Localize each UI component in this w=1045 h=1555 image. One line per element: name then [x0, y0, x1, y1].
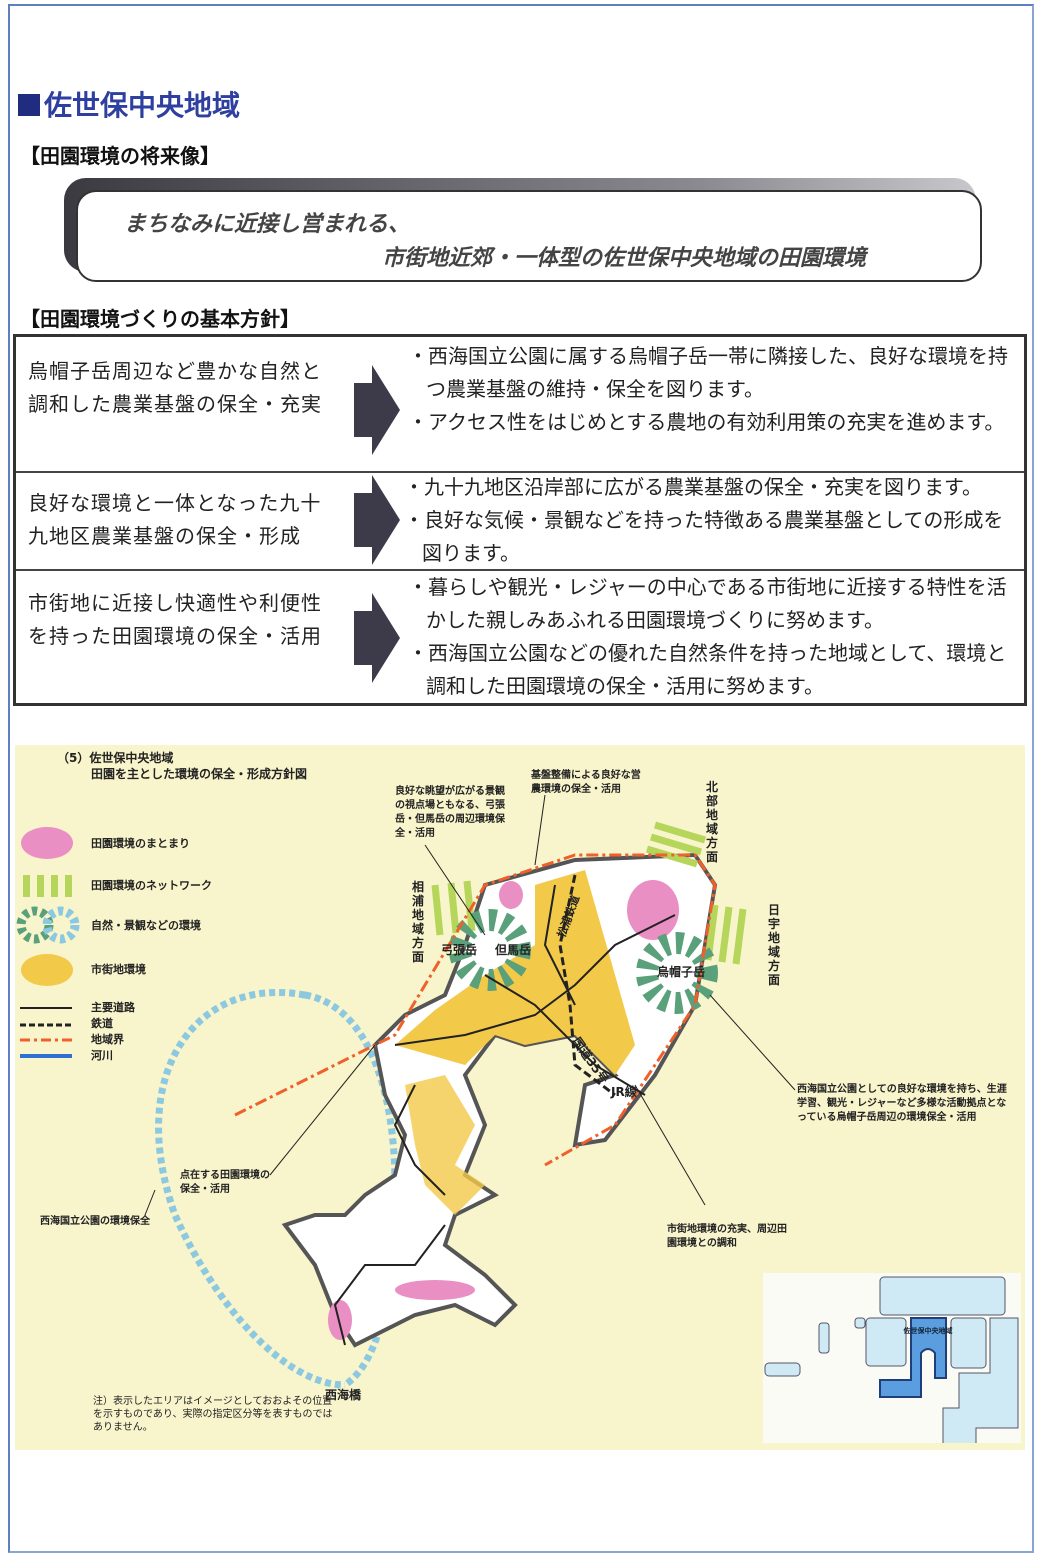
label-hiu: 日宇地域方面	[768, 903, 781, 987]
policy-row-goal: 良好な環境と一体となった九十九地区農業基盤の保全・形成	[28, 491, 322, 548]
label-aiura: 相浦地域方面	[412, 880, 425, 964]
callout-saikai: 西海国立公園の環境保全	[40, 1216, 150, 1227]
legend-label: 自然・景観などの環境	[91, 919, 201, 932]
callout-tenzai: 点在する田園環境の保全・活用	[180, 1170, 270, 1195]
vision-line-1: まちなみに近接し営まれる、	[124, 212, 411, 237]
policy-row: 烏帽子岳周辺など豊かな自然と調和した農業基盤の保全・充実 ・西海国立公園に属する…	[16, 337, 1024, 473]
rural-cluster	[328, 1300, 352, 1340]
policy-row-actions: ・暮らしや観光・レジャーの中心である市街地に近接する特性を活かした親しみあふれる…	[408, 571, 1020, 703]
policy-row: 市街地に近接し快適性や利便性を持った田園環境の保全・活用 ・暮らしや観光・レジャ…	[16, 571, 1024, 703]
page-title: 佐世保中央地域	[18, 84, 240, 124]
rural-cluster	[499, 881, 523, 909]
page-frame	[8, 4, 1034, 1553]
policy-bullet: ・西海国立公園に属する烏帽子岳一帯に隣接した、良好な環境を持つ農業基盤の維持・保…	[408, 344, 1008, 401]
arrow-right-icon	[354, 475, 400, 565]
map-note: 注）表示したエリアはイメージとしておおよその位置を示すものであり、実際の指定区分…	[93, 1396, 333, 1433]
map-graphic	[16, 794, 796, 1389]
label-saikaibashi: 西海橋	[325, 1388, 362, 1402]
urban-area	[395, 870, 635, 1075]
callout-shigaichi: 市街地環境の充実、周辺田園環境との調和	[667, 1224, 787, 1249]
policy-table: 烏帽子岳周辺など豊かな自然と調和した農業基盤の保全・充実 ・西海国立公園に属する…	[13, 334, 1027, 706]
legend-label: 市街地環境	[91, 963, 146, 976]
policy-row: 良好な環境と一体となった九十九地区農業基盤の保全・形成 ・九十九地区沿岸部に広が…	[16, 471, 1024, 571]
arrow-right-icon	[354, 365, 400, 455]
park-ring	[155, 989, 399, 1389]
rural-cluster	[627, 880, 679, 940]
policy-bullet: ・暮らしや観光・レジャーの中心である市街地に近接する特性を活かした親しみあふれる…	[408, 575, 1007, 632]
arrow-right-icon	[354, 593, 400, 683]
policy-row-actions: ・西海国立公園に属する烏帽子岳一帯に隣接した、良好な環境を持つ農業基盤の維持・保…	[408, 340, 1020, 439]
locator-highlight	[879, 1317, 947, 1398]
vision-line-2: 市街地近郊・一体型の佐世保中央地域の田園環境	[382, 246, 867, 271]
policy-row-goal: 烏帽子岳周辺など豊かな自然と調和した農業基盤の保全・充実	[28, 359, 322, 416]
policy-map: （5）佐世保中央地域 田園を主とした環境の保全・形成方針図 田園環境のまとまり …	[15, 745, 1025, 1450]
legend-label: 河川	[91, 1049, 113, 1062]
map-title: 田園を主とした環境の保全・形成方針図	[91, 767, 308, 781]
label-eboshidake: 烏帽子岳	[657, 965, 706, 979]
railway-line	[558, 874, 616, 1097]
label-hokubu: 北部地域方面	[706, 780, 719, 864]
legend-urban-swatch	[21, 954, 73, 986]
legend-label: 主要道路	[91, 1001, 135, 1014]
rural-cluster	[395, 1280, 475, 1300]
label-jr: JR線	[611, 1085, 637, 1099]
nature-burst	[449, 909, 718, 1014]
policy-heading: 【田園環境づくりの基本方針】	[20, 307, 300, 331]
label-tajimadake: 但馬岳	[495, 943, 532, 957]
legend-nature-swatch	[16, 906, 80, 944]
legend-network-swatch	[23, 875, 72, 897]
legend-label: 田園環境のまとまり	[91, 837, 190, 850]
urban-area	[405, 1075, 485, 1215]
vision-heading: 【田園環境の将来像】	[20, 144, 220, 168]
locator-inset: 佐世保中央地域	[763, 1273, 1021, 1443]
map-title-num: （5）佐世保中央地域	[57, 751, 174, 765]
label-yumiharidake: 弓張岳	[441, 943, 478, 957]
legend-rural-swatch	[21, 827, 73, 859]
boundary-line	[234, 853, 717, 1167]
page-title-text: 佐世保中央地域	[44, 89, 241, 122]
locator-label: 佐世保中央地域	[903, 1326, 953, 1335]
callout-eboshi: 西海国立公園としての良好な環境を持ち、生涯学習、観光・レジャーなど多様な活動拠点…	[797, 1084, 1007, 1123]
policy-bullet: ・西海国立公園などの優れた自然条件を持った地域として、環境と調和した田園環境の保…	[408, 641, 1007, 698]
square-bullet-icon	[18, 94, 40, 116]
callout-yumihari: 良好な眺望が広がる景観の視点場ともなる、弓張岳・但馬岳の周辺環境保全・活用	[395, 786, 505, 839]
callout-kiban: 基盤整備による良好な営農環境の保全・活用	[531, 770, 641, 795]
policy-bullet: ・九十九地区沿岸部に広がる農業基盤の保全・充実を図ります。	[404, 475, 982, 499]
vision-box: まちなみに近接し営まれる、 市街地近郊・一体型の佐世保中央地域の田園環境	[76, 190, 982, 282]
leader-lines	[144, 794, 796, 1216]
legend-label: 地域界	[91, 1033, 124, 1046]
legend-label: 田園環境のネットワーク	[91, 879, 212, 892]
policy-row-actions: ・九十九地区沿岸部に広がる農業基盤の保全・充実を図ります。 ・良好な気候・景観な…	[404, 471, 1016, 570]
policy-row-goal: 市街地に近接し快適性や利便性を持った田園環境の保全・活用	[28, 591, 322, 648]
main-roads	[333, 884, 676, 1346]
policy-bullet: ・アクセス性をはじめとする農地の有効利用策の充実を進めます。	[408, 410, 1005, 434]
legend-label: 鉄道	[91, 1017, 113, 1030]
policy-bullet: ・良好な気候・景観などを持った特徴ある農業基盤としての形成を図ります。	[404, 508, 1004, 565]
locator-map: 佐世保中央地域	[764, 1276, 1019, 1443]
